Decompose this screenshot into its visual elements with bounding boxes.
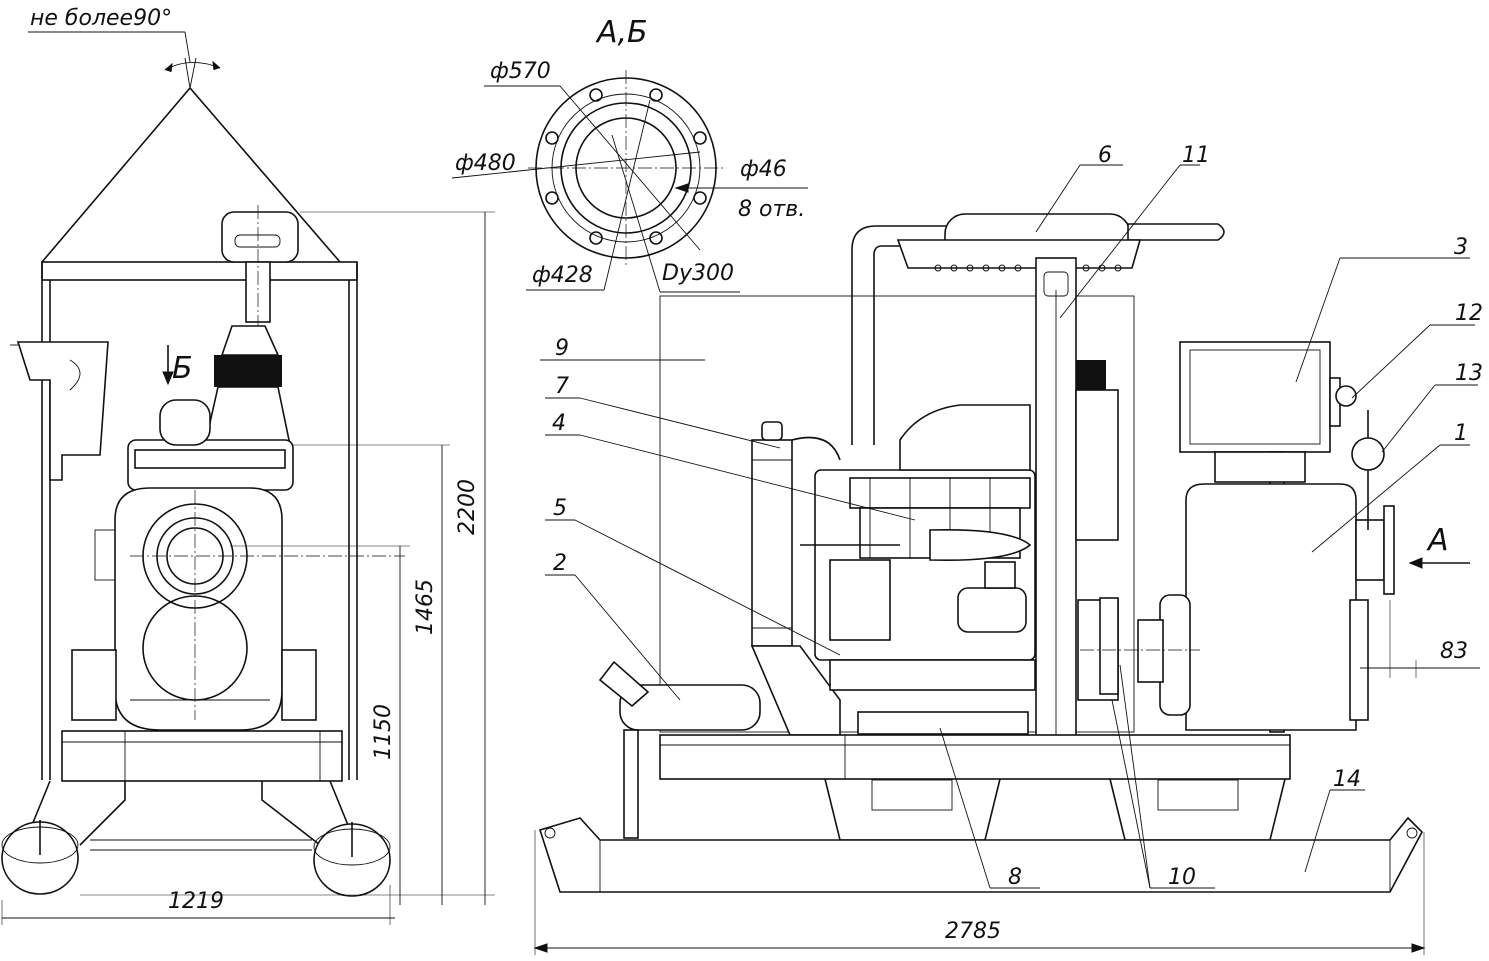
side-radiator [750, 421, 851, 736]
dim-1150: 1150 [371, 704, 396, 760]
callout-11: 11 [1182, 143, 1210, 168]
dim-1219: 1219 [168, 889, 224, 914]
front-frame [29, 261, 358, 851]
front-muffler [221, 205, 299, 335]
flange-detail [451, 70, 808, 293]
front-air-filter [204, 325, 291, 446]
flange-nominal: Dy300 [662, 261, 734, 286]
dim-2785: 2785 [945, 919, 1001, 944]
callout-leaders [540, 164, 1478, 889]
section-title: А,Б [595, 15, 648, 50]
side-pump [1077, 410, 1395, 731]
side-engine [800, 404, 1036, 691]
dim-1465: 1465 [413, 579, 438, 635]
flange-d-inner: ф428 [532, 263, 593, 288]
view-arrow-a-label: А [1426, 523, 1449, 558]
front-dimensions [1, 211, 495, 925]
front-control-box [10, 341, 109, 481]
side-skid [538, 816, 1423, 893]
lifting-slings [28, 31, 341, 263]
front-view: Б 2200 1465 1150 1219 не более90° [1, 6, 495, 925]
callout-10: 10 [1168, 865, 1196, 890]
dim-2200: 2200 [455, 479, 480, 535]
flange-hole-dia: ф46 [740, 157, 787, 182]
side-suction-hose [598, 660, 761, 839]
callout-3: 3 [1454, 235, 1468, 260]
callout-9: 9 [555, 336, 569, 361]
view-arrow-b-label: Б [172, 351, 193, 386]
front-floats [1, 820, 391, 897]
angle-note: не более90° [30, 6, 172, 31]
flange-d-bolt-circle: ф480 [455, 151, 516, 176]
side-base-frame [659, 734, 1291, 841]
flange-holes-count: 8 отв. [738, 197, 805, 222]
callout-13: 13 [1455, 361, 1483, 386]
front-engine [71, 399, 405, 731]
callout-5: 5 [553, 496, 567, 521]
callout-2: 2 [553, 551, 567, 576]
side-view: А [533, 164, 1480, 955]
callout-4: 4 [552, 411, 566, 436]
callout-6: 6 [1098, 143, 1112, 168]
dim-83: 83 [1440, 639, 1468, 664]
side-exhaust [851, 213, 1225, 445]
side-lifting-post [1035, 257, 1077, 779]
callout-1: 1 [1454, 421, 1468, 446]
callout-8: 8 [1008, 865, 1022, 890]
callout-12: 12 [1455, 301, 1483, 326]
flange-d-outer: ф570 [490, 59, 551, 84]
side-dimensions [533, 600, 1480, 955]
callout-7: 7 [555, 374, 569, 399]
callout-14: 14 [1333, 767, 1361, 792]
